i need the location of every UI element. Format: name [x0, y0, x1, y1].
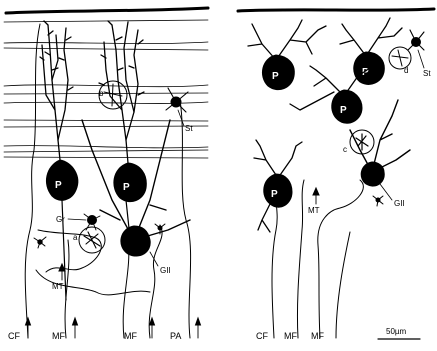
left-input-mf-1: MF	[52, 331, 65, 341]
left-purkinje-2-label: P	[123, 182, 130, 193]
right-mossy-terminal: MT	[308, 188, 320, 215]
left-granule-label: Gr	[56, 215, 65, 224]
right-purkinje-3-label: P	[340, 105, 347, 116]
right-terminal	[373, 196, 383, 206]
right-circle-d-label: d	[404, 66, 408, 75]
right-mt-label: MT	[308, 206, 320, 215]
right-circle-d: d	[389, 47, 411, 75]
left-input-cf: CF	[8, 331, 20, 341]
left-pial-surface	[6, 8, 208, 13]
left-purkinje-cell-1	[46, 160, 77, 200]
right-purkinje-1-label: P	[272, 71, 279, 82]
left-purkinje-cell-2	[114, 163, 146, 202]
left-stellate-label: St	[185, 124, 193, 133]
right-purkinje-cell-4	[264, 174, 292, 207]
right-input-mf-2: MF	[311, 331, 324, 341]
left-golgi-label: GII	[160, 266, 171, 275]
left-input-pa: PA	[170, 331, 181, 341]
right-golgi-label: GII	[394, 199, 405, 208]
right-pial-surface	[238, 9, 434, 11]
left-input-mf-2: MF	[124, 331, 137, 341]
right-input-mf-1: MF	[284, 331, 297, 341]
right-input-labels: CF MF MF	[256, 331, 324, 341]
left-circle-a: a	[73, 227, 105, 253]
right-stellate-label: St	[423, 69, 431, 78]
right-input-cf: CF	[256, 331, 268, 341]
left-mt-label: MT	[52, 282, 64, 291]
left-purkinje-1-label: P	[55, 180, 62, 191]
right-scale-bar: 50µm	[378, 327, 420, 339]
right-stellate-cell: St	[408, 30, 431, 78]
left-circle-b: b	[99, 81, 127, 109]
right-circle-c: c	[343, 130, 374, 154]
right-circle-c-label: c	[343, 145, 347, 154]
left-input-labels: CF MF MF PA	[8, 318, 201, 341]
right-scale-bar-label: 50µm	[386, 327, 407, 336]
right-panel: P P P P GII c d	[238, 9, 434, 341]
left-panel: P P GII Gr a b	[4, 8, 208, 341]
right-purkinje-4-label: P	[271, 189, 278, 200]
left-circle-a-label: a	[73, 233, 78, 242]
right-purkinje-cell-3	[332, 90, 362, 123]
left-circle-b-label: b	[99, 89, 104, 98]
